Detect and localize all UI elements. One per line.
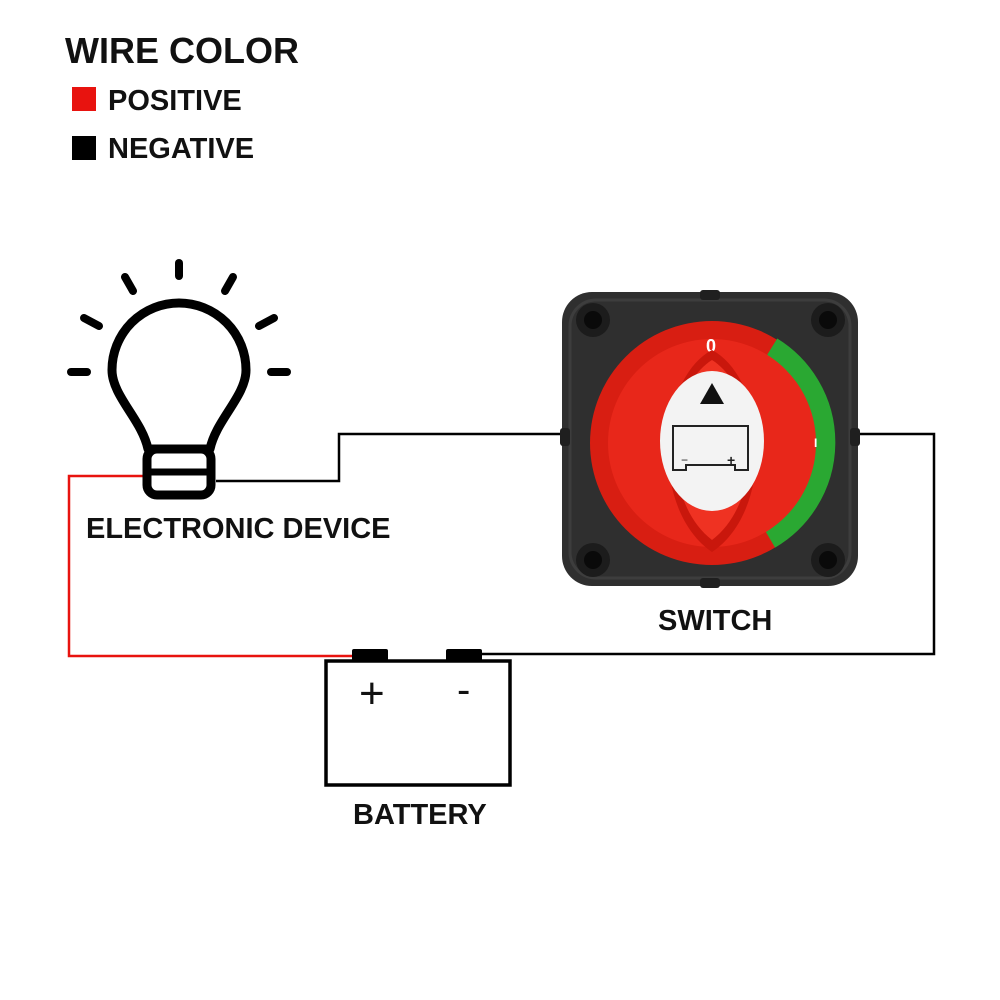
on-mark: I: [814, 436, 817, 450]
battery-positive-terminal: [352, 649, 388, 662]
battery-label: BATTERY: [353, 799, 487, 831]
battery-body: [324, 659, 512, 787]
mounting-holes: [576, 303, 845, 577]
on-position-arc: [764, 338, 836, 548]
battery-minus-sign: -: [457, 668, 470, 712]
legend-label-negative: NEGATIVE: [108, 133, 254, 165]
battery-icon: + -: [324, 649, 512, 787]
battery-plus-sign: +: [359, 669, 385, 718]
negative-wire-device-to-switch: [216, 432, 570, 483]
light-bulb-icon: [67, 259, 291, 500]
legend-label-positive: POSITIVE: [108, 85, 242, 117]
battery-disconnect-switch-icon: 0 I − +: [560, 290, 860, 588]
positive-swatch: [72, 87, 96, 111]
switch-label: SWITCH: [658, 605, 772, 637]
knob-label: [660, 371, 764, 511]
knob-negative-sign: −: [681, 453, 688, 467]
wire-color-legend: WIRE COLOR POSITIVE NEGATIVE: [65, 30, 299, 165]
direction-arrow: [700, 383, 724, 404]
legend-title: WIRE COLOR: [65, 30, 299, 71]
wires: [67, 432, 936, 658]
negative-wire-switch-to-battery: [480, 432, 936, 656]
battery-negative-terminal: [446, 649, 482, 662]
knob-battery-symbol: [672, 425, 749, 471]
positive-wire: [67, 474, 356, 658]
knob-positive-sign: +: [727, 452, 735, 468]
off-mark: 0: [706, 336, 716, 356]
negative-swatch: [72, 136, 96, 160]
device-label: ELECTRONIC DEVICE: [86, 513, 391, 545]
